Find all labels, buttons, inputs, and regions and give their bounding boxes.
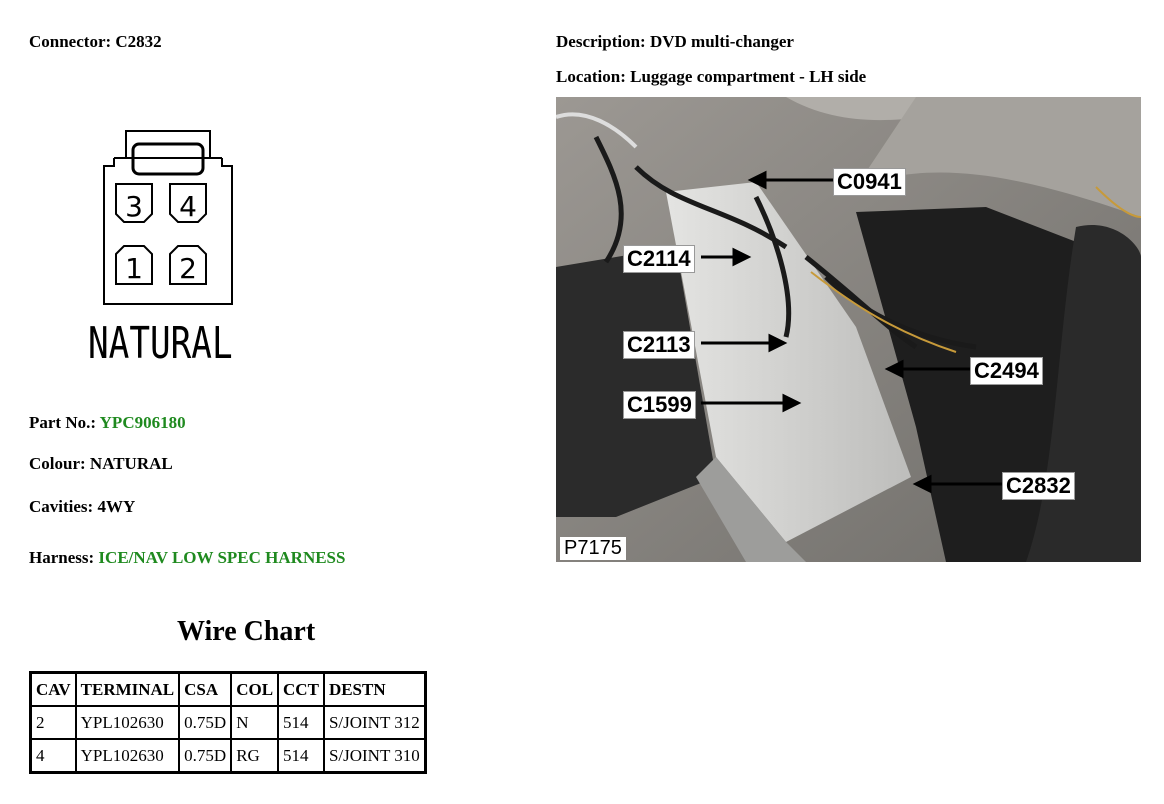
callout-c2113: C2113 <box>623 331 695 359</box>
location-label: Location: Luggage compartment - LH side <box>556 67 867 86</box>
diagram-colour-text: NATURAL <box>88 318 233 369</box>
cavity-3 <box>115 183 153 223</box>
callout-c0941: C0941 <box>833 168 906 196</box>
colour-label: Colour: NATURAL <box>29 454 173 473</box>
colour-value: NATURAL <box>89 454 173 473</box>
cell-cav: 4 <box>29 738 77 774</box>
cell-cav: 2 <box>29 705 77 740</box>
cavity-label-3: 3 <box>125 190 143 223</box>
cell-cct: 514 <box>277 738 325 774</box>
photo-id: P7175 <box>560 537 626 560</box>
callout-c1599: C1599 <box>623 391 696 419</box>
wire-chart-table: CAV TERMINAL CSA COL CCT DESTN 2 YPL1026… <box>29 671 427 774</box>
callout-c2114: C2114 <box>623 245 695 273</box>
cavities-label: Cavities: 4WY <box>29 497 136 516</box>
table-row: 2 YPL102630 0.75D N 514 S/JOINT 312 <box>29 705 427 740</box>
description-value: DVD multi-changer <box>649 32 794 51</box>
connector-label: Connector: C2832 <box>29 32 162 51</box>
cell-terminal: YPL102630 <box>74 738 181 774</box>
cell-csa: 0.75D <box>178 738 233 774</box>
harness-value: ICE/NAV LOW SPEC HARNESS <box>98 548 346 567</box>
header-terminal: TERMINAL <box>74 671 181 707</box>
cavity-label-4: 4 <box>179 190 197 223</box>
part-no-value: YPC906180 <box>99 413 186 432</box>
harness-label: Harness: ICE/NAV LOW SPEC HARNESS <box>29 548 346 567</box>
cell-col: N <box>230 705 280 740</box>
cell-col: RG <box>230 738 280 774</box>
cavity-2 <box>169 245 207 285</box>
connector-diagram: 3 4 1 2 <box>103 130 233 305</box>
cell-terminal: YPL102630 <box>74 705 181 740</box>
cavity-1 <box>115 245 153 285</box>
location-value: Luggage compartment - LH side <box>630 67 867 86</box>
connector-value: C2832 <box>115 32 162 51</box>
description-label: Description: DVD multi-changer <box>556 32 794 51</box>
table-header-row: CAV TERMINAL CSA COL CCT DESTN <box>29 671 427 707</box>
cavity-label-2: 2 <box>179 252 197 285</box>
header-destn: DESTN <box>322 671 427 707</box>
header-col: COL <box>230 671 280 707</box>
cavity-label-1: 1 <box>125 252 143 285</box>
location-photo: C0941 C2114 C2113 C2494 C1599 C2832 P717… <box>556 97 1141 562</box>
part-no-label: Part No.: YPC906180 <box>29 413 186 432</box>
cell-destn: S/JOINT 312 <box>322 705 427 740</box>
header-csa: CSA <box>178 671 233 707</box>
callout-c2494: C2494 <box>970 357 1043 385</box>
cell-destn: S/JOINT 310 <box>322 738 427 774</box>
cavity-4 <box>169 183 207 223</box>
cell-cct: 514 <box>277 705 325 740</box>
header-cav: CAV <box>29 671 77 707</box>
header-cct: CCT <box>277 671 325 707</box>
cavities-value: 4WY <box>97 497 136 516</box>
cell-csa: 0.75D <box>178 705 233 740</box>
callout-c2832: C2832 <box>1002 472 1075 500</box>
wire-chart-title: Wire Chart <box>177 616 316 647</box>
table-row: 4 YPL102630 0.75D RG 514 S/JOINT 310 <box>29 738 427 774</box>
